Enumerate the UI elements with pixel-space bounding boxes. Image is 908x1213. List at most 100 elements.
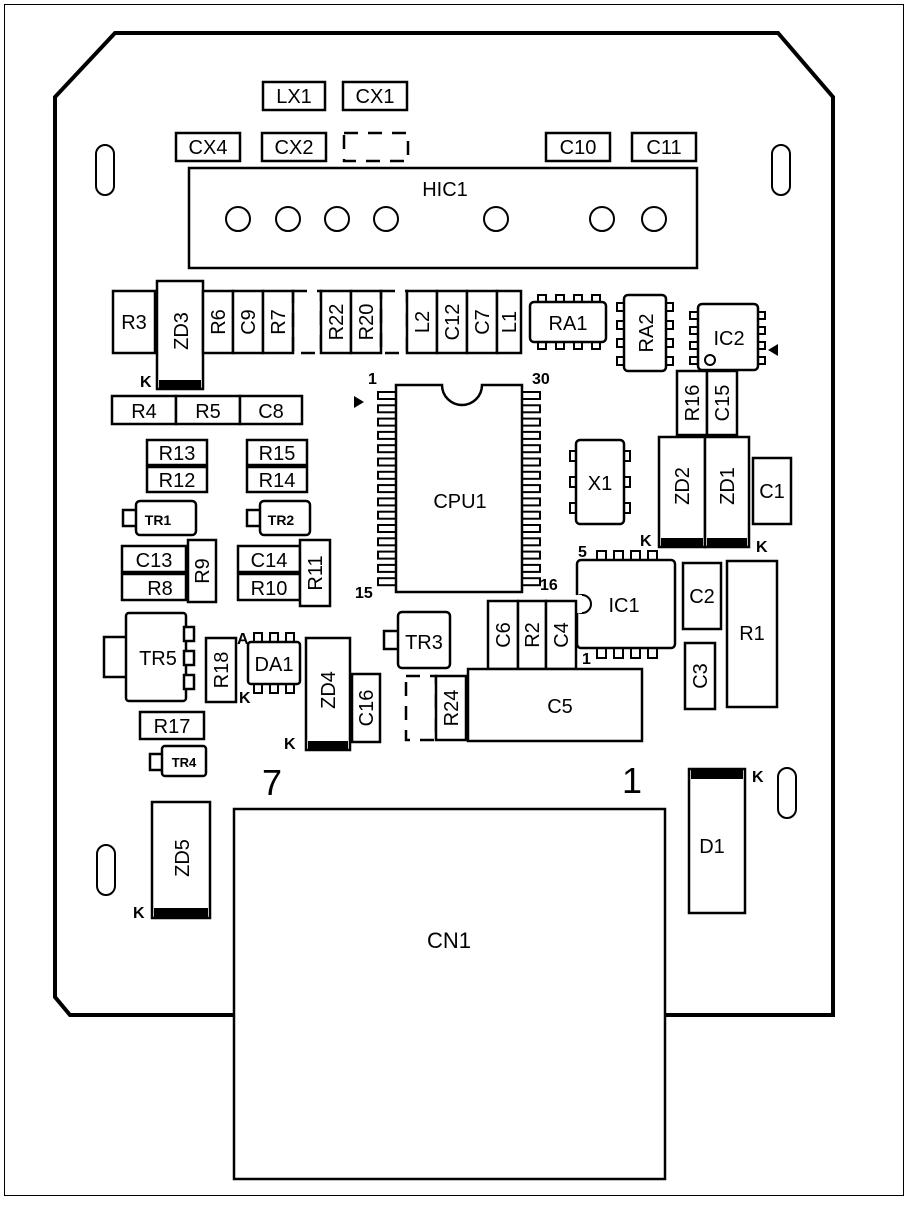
component-R10: R10 <box>238 574 300 600</box>
svg-text:RA2: RA2 <box>636 314 658 353</box>
component-R9: R9 <box>188 540 216 602</box>
svg-text:DA1: DA1 <box>255 654 294 676</box>
component-R18: R18 <box>206 638 236 702</box>
svg-text:C11: C11 <box>646 137 681 159</box>
component-C13: C13 <box>122 546 186 572</box>
component-C9: C9 <box>233 291 263 353</box>
component-R16: R16 <box>677 371 707 435</box>
svg-text:C4: C4 <box>551 622 573 648</box>
svg-text:RA1: RA1 <box>549 313 588 335</box>
component-R11: R11 <box>300 540 330 606</box>
svg-text:C1: C1 <box>759 481 785 503</box>
svg-text:R12: R12 <box>159 470 196 492</box>
component-L2: L2 <box>407 291 437 353</box>
cathode-mark-DA1: K <box>239 690 251 707</box>
svg-text:R7: R7 <box>268 309 290 335</box>
cathode-mark-ZD4: K <box>284 736 296 753</box>
svg-text:C12: C12 <box>442 304 464 341</box>
component-C6: C6 <box>488 601 518 669</box>
component-ZD4: ZD4 <box>306 638 350 750</box>
svg-text:CX2: CX2 <box>275 137 314 159</box>
component-C16: C16 <box>352 674 380 742</box>
cathode-mark-ZD2: K <box>640 533 652 550</box>
svg-text:R2: R2 <box>522 622 544 648</box>
mounting-slot-tl <box>96 145 114 195</box>
svg-text:D1: D1 <box>699 836 725 858</box>
connector-pin-1-label: 1 <box>622 760 642 801</box>
cathode-mark-ZD5: K <box>133 905 145 922</box>
svg-text:TR4: TR4 <box>172 755 197 770</box>
component-ZD2: ZD2 <box>659 437 705 547</box>
component-CX4: CX4 <box>176 133 240 161</box>
svg-text:R24: R24 <box>441 690 463 727</box>
component-C8: C8 <box>240 396 302 424</box>
svg-text:R1: R1 <box>739 623 765 645</box>
svg-text:R18: R18 <box>211 652 233 689</box>
svg-text:TR2: TR2 <box>268 512 295 528</box>
component-R22: R22 <box>321 291 351 353</box>
component-CPU1: CPU1 <box>378 385 540 592</box>
svg-text:R9: R9 <box>192 558 214 584</box>
svg-text:ZD3: ZD3 <box>171 312 193 350</box>
svg-text:L1: L1 <box>499 311 521 333</box>
component-ZD3: ZD3 <box>157 281 203 389</box>
ic1-pin-1-label: 1 <box>582 651 591 668</box>
svg-text:R3: R3 <box>121 312 147 334</box>
svg-text:R6: R6 <box>208 309 230 335</box>
svg-text:C6: C6 <box>493 622 515 648</box>
component-C7: C7 <box>467 291 497 353</box>
svg-text:R22: R22 <box>326 304 348 341</box>
component-D1: D1 <box>689 769 745 913</box>
component-CN1: CN1 <box>234 809 665 1179</box>
cpu-pin-15-label: 15 <box>355 585 373 602</box>
component-R6: R6 <box>203 291 233 353</box>
svg-text:C8: C8 <box>258 401 284 423</box>
component-DA1: DA1 <box>248 633 300 693</box>
svg-text:R17: R17 <box>154 716 191 738</box>
svg-text:C5: C5 <box>547 696 573 718</box>
component-IC1: IC1 <box>573 551 675 658</box>
component-C14: C14 <box>238 546 300 572</box>
svg-text:R10: R10 <box>251 578 288 600</box>
svg-text:R14: R14 <box>259 470 296 492</box>
component-ZD5: ZD5 <box>152 802 210 918</box>
component-C12: C12 <box>437 291 467 353</box>
component-R17: R17 <box>140 712 204 739</box>
svg-text:CX1: CX1 <box>356 86 395 108</box>
component-R15: R15 <box>247 440 307 465</box>
component-R24: R24 <box>436 676 466 740</box>
cathode-mark-ZD1: K <box>756 539 768 556</box>
svg-text:R4: R4 <box>131 401 157 423</box>
svg-text:R13: R13 <box>159 443 196 465</box>
component-R20: R20 <box>351 291 381 353</box>
svg-text:C14: C14 <box>251 550 288 572</box>
svg-text:L2: L2 <box>412 311 434 333</box>
component-CX2: CX2 <box>262 133 326 161</box>
component-C4: C4 <box>546 601 576 669</box>
cpu-pin-16-label: 16 <box>540 577 558 594</box>
component-LX1: LX1 <box>263 82 325 110</box>
svg-text:X1: X1 <box>588 473 612 495</box>
svg-text:C7: C7 <box>472 309 494 335</box>
svg-text:IC2: IC2 <box>713 328 744 350</box>
component-C3: C3 <box>685 643 715 709</box>
component-R5: R5 <box>176 396 240 424</box>
component-R12: R12 <box>147 467 207 492</box>
component-C10: C10 <box>546 133 610 161</box>
svg-text:C2: C2 <box>689 586 715 608</box>
connector-pin-7-label: 7 <box>262 762 282 803</box>
svg-text:TR1: TR1 <box>145 512 172 528</box>
cpu-pin-30-label: 30 <box>532 371 550 388</box>
component-R8: R8 <box>122 574 186 600</box>
component-R4: R4 <box>112 396 176 424</box>
component-RA1: RA1 <box>530 295 606 349</box>
svg-text:TR3: TR3 <box>405 632 443 654</box>
cpu-pin-1-label: 1 <box>368 371 377 388</box>
svg-text:TR5: TR5 <box>139 648 177 670</box>
svg-text:C10: C10 <box>560 137 597 159</box>
component-L1: L1 <box>497 291 521 353</box>
svg-text:LX1: LX1 <box>276 86 312 108</box>
mounting-slot-br <box>778 768 796 818</box>
component-R1: R1 <box>727 561 777 707</box>
